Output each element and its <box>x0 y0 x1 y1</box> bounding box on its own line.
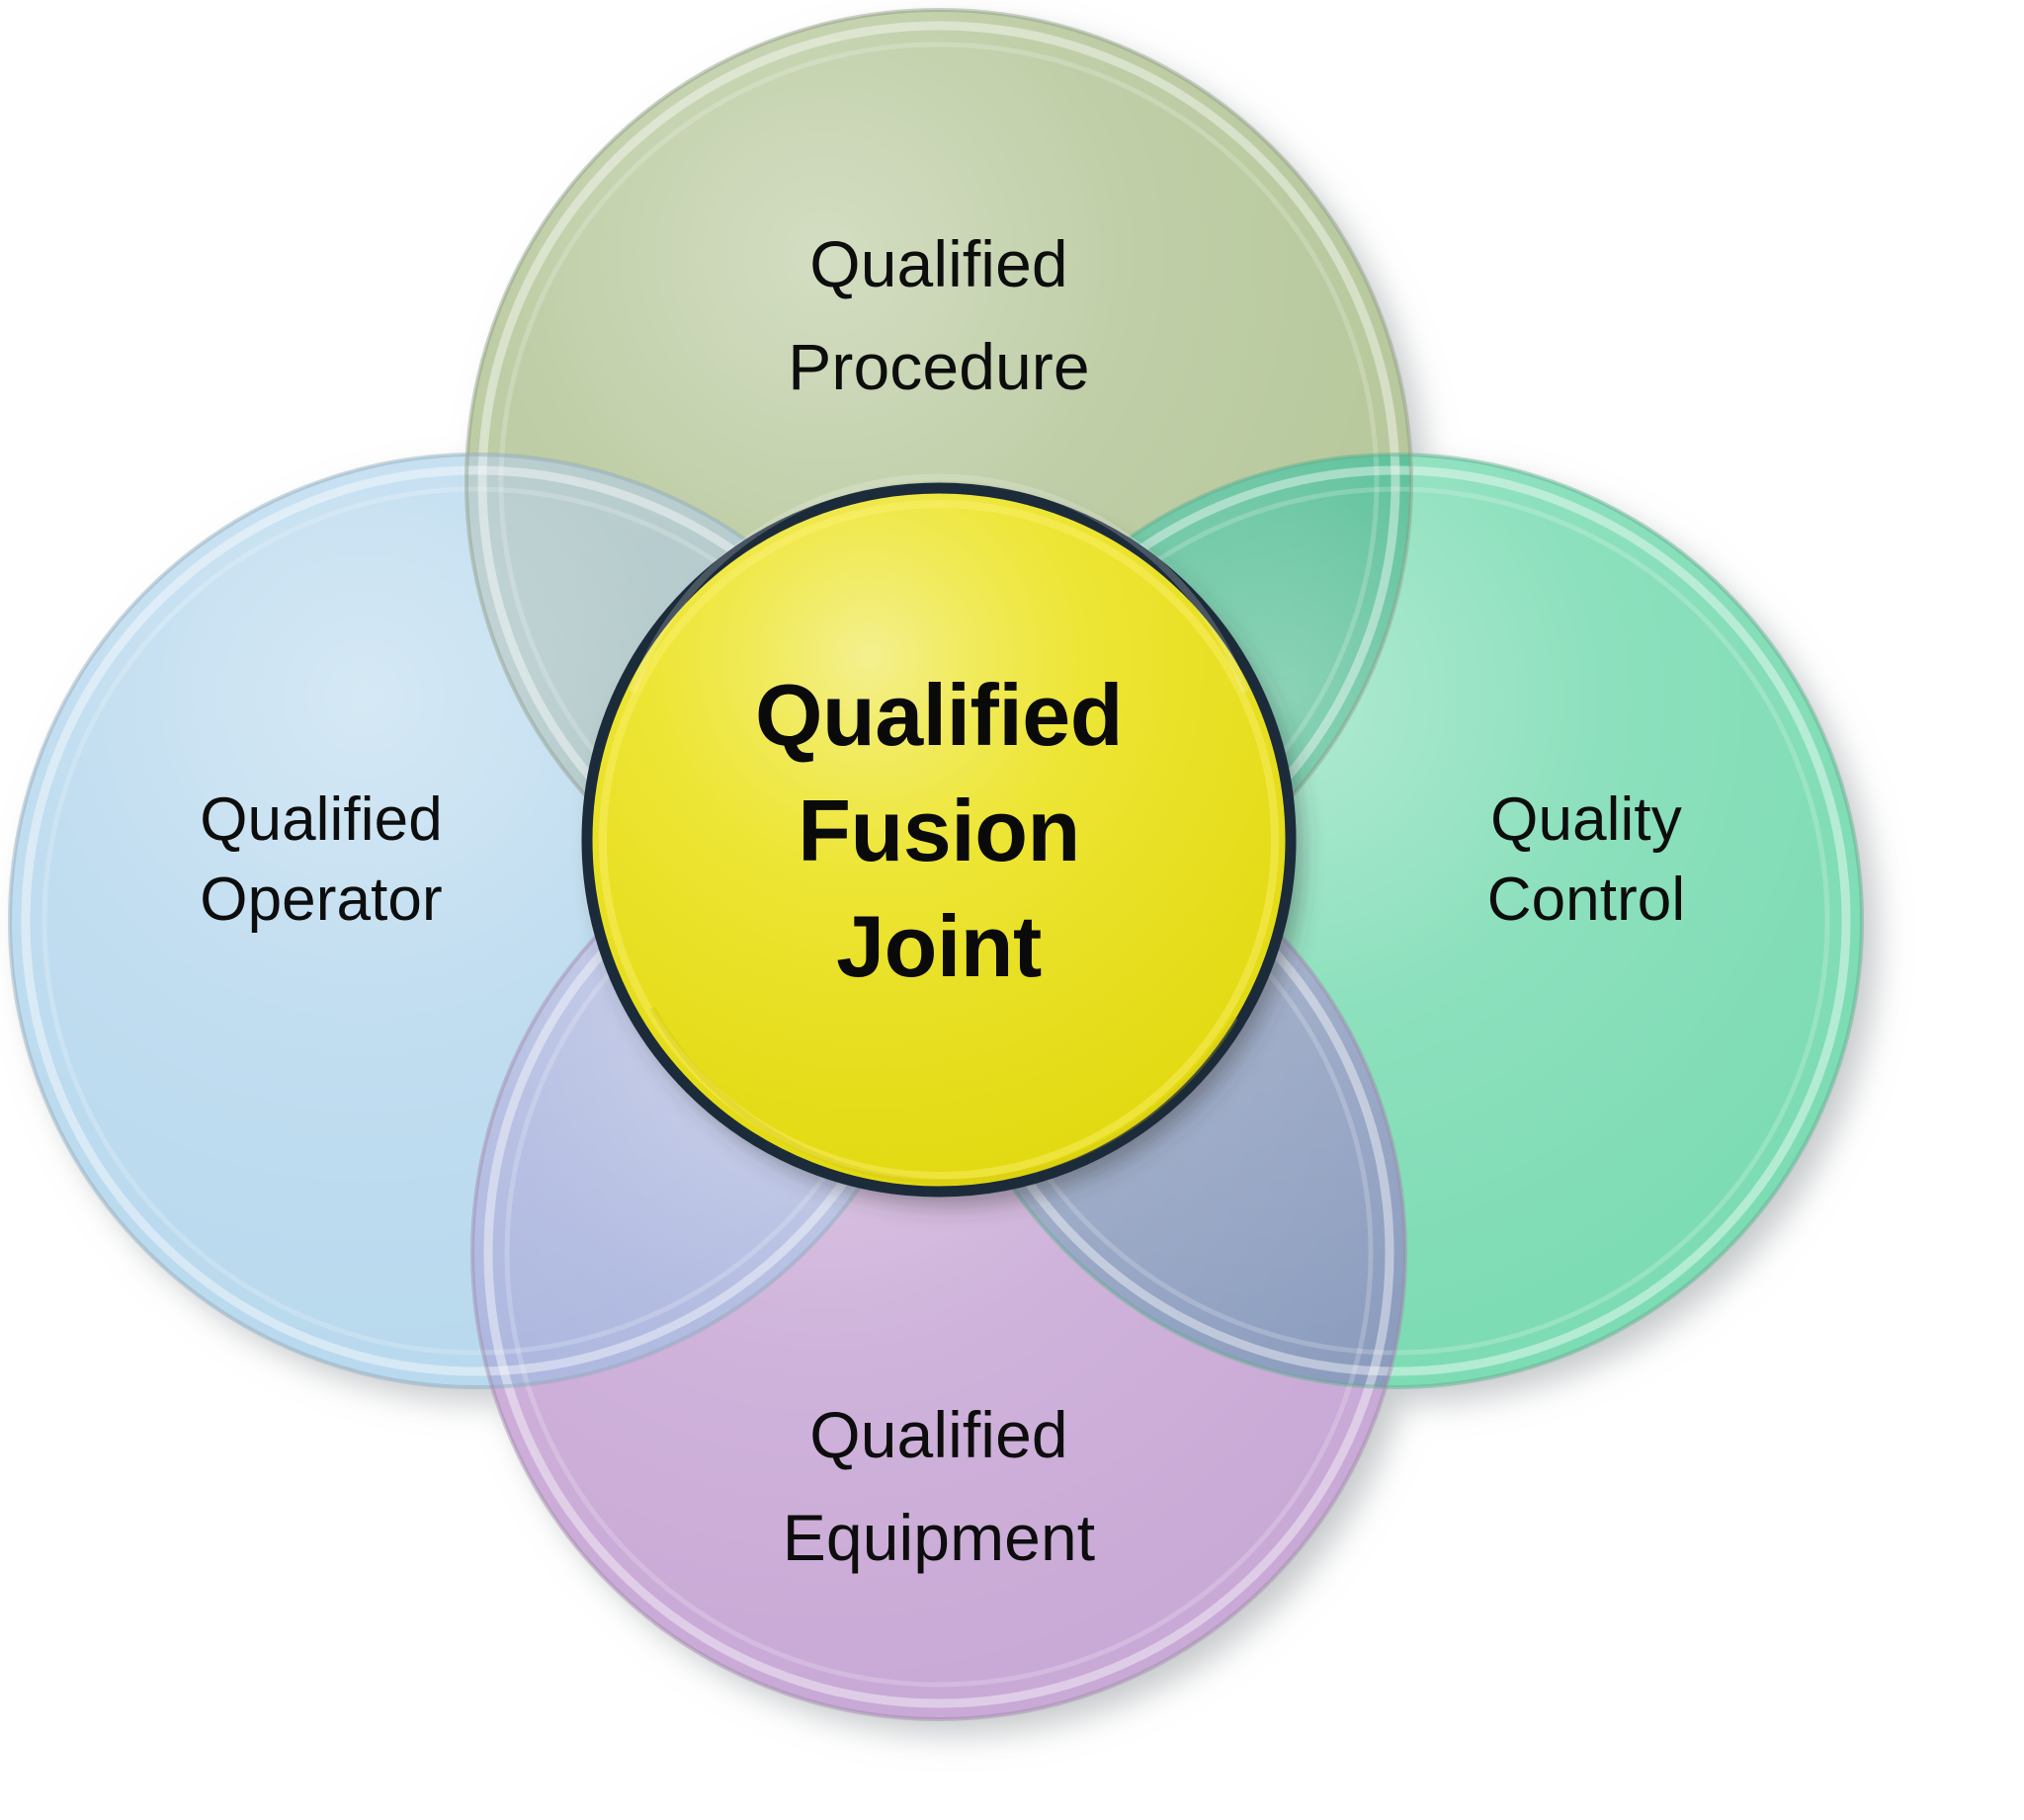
center-disc-group <box>581 473 1297 1198</box>
